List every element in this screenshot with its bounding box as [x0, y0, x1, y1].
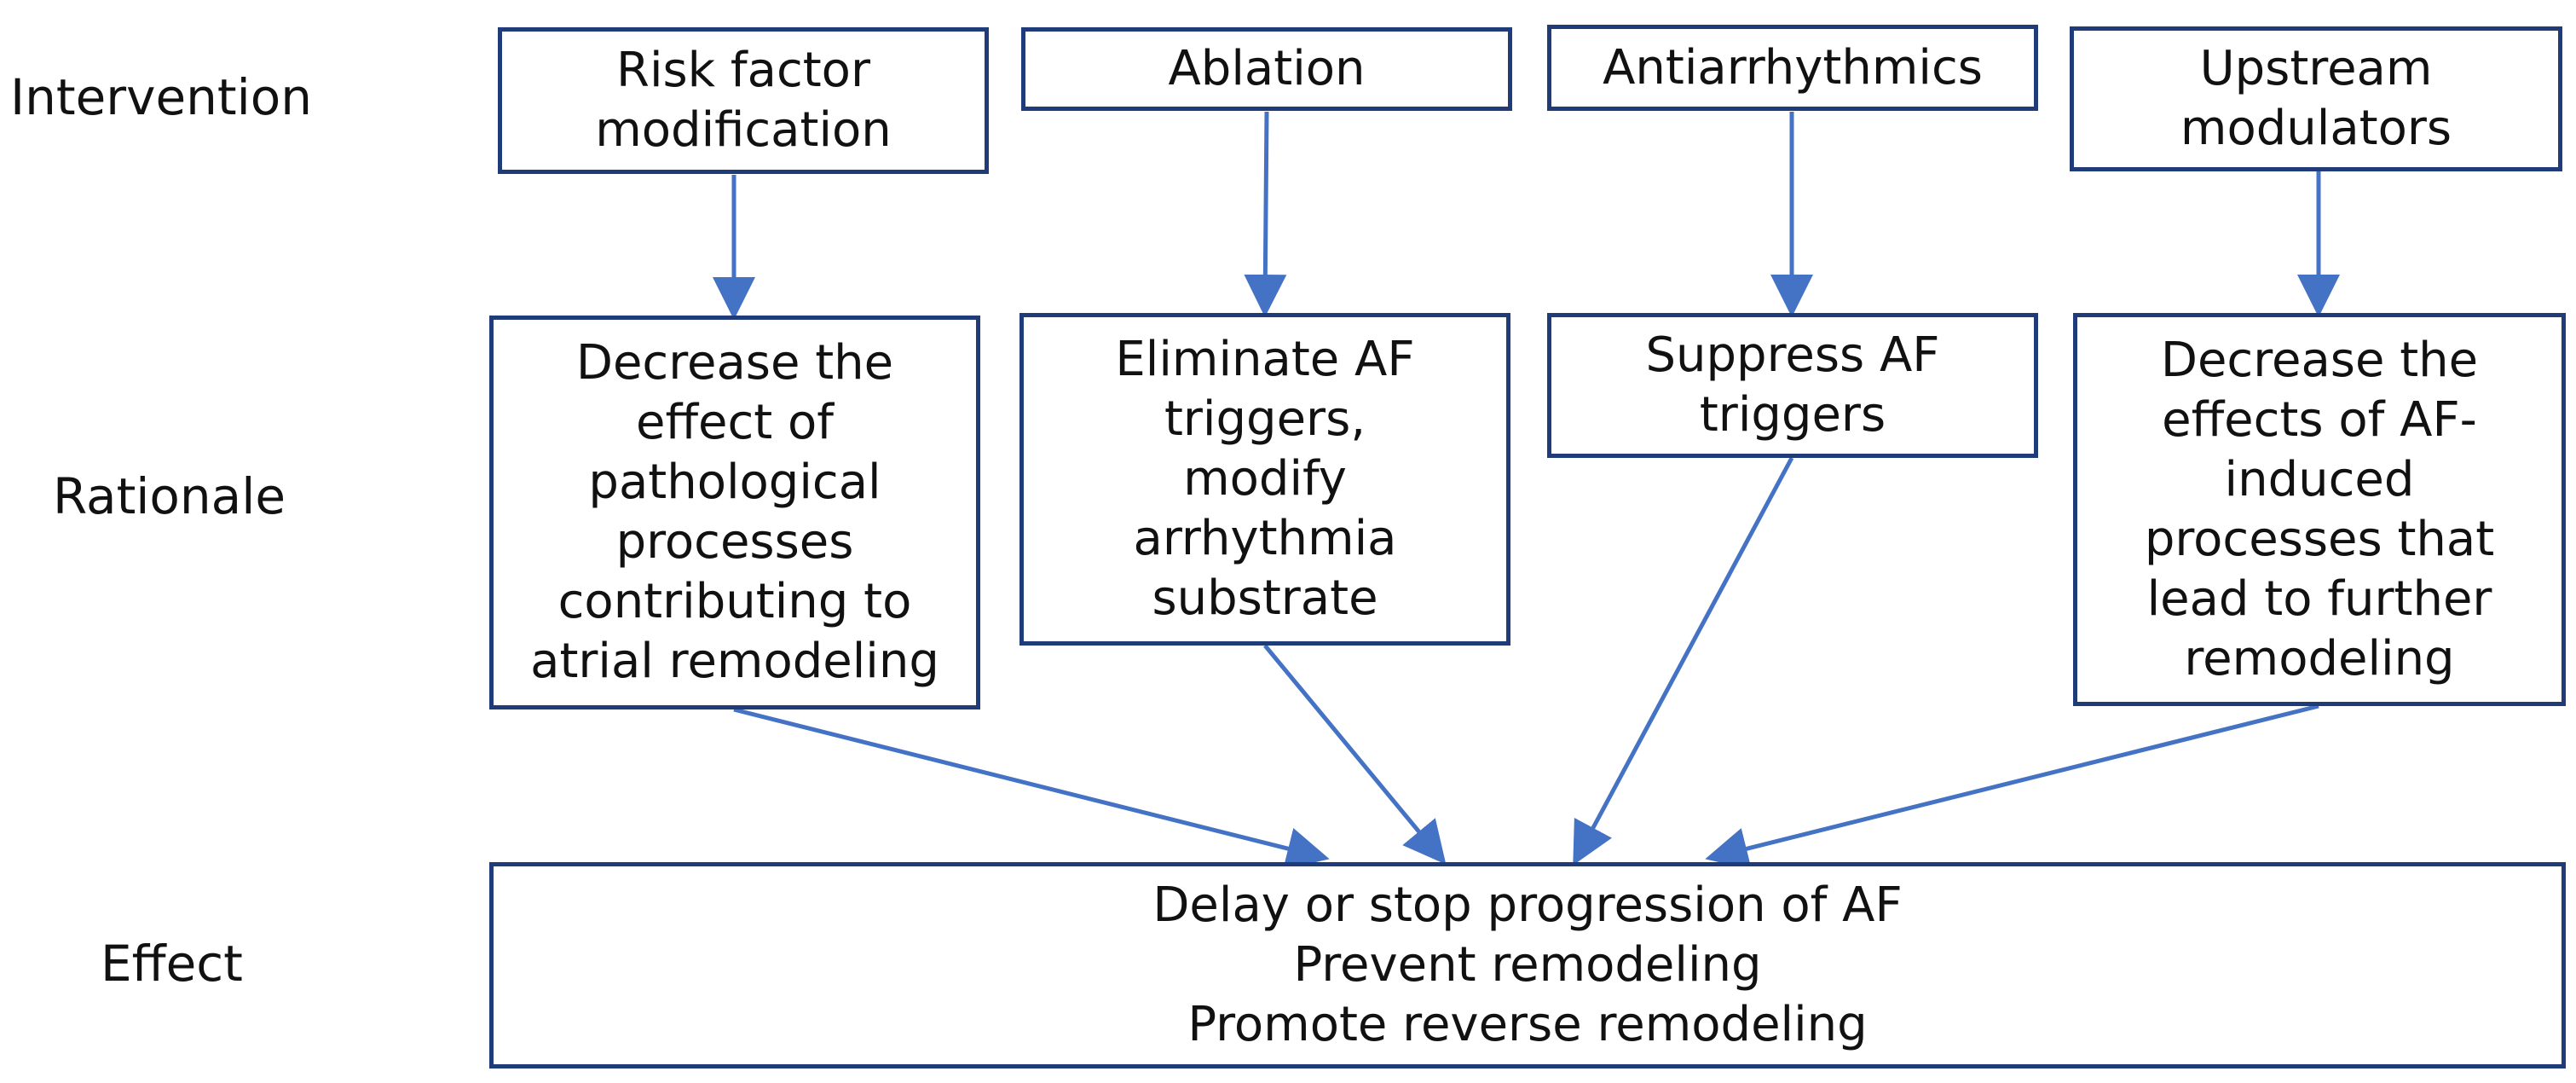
- box-line: triggers: [1699, 387, 1886, 443]
- arrow-rationale-4-to-effect: [1705, 704, 2319, 870]
- box-line: contributing to: [557, 574, 912, 629]
- box-line: effects of AF-: [2162, 391, 2477, 448]
- box-line: Upstream: [2199, 41, 2433, 96]
- box-line: triggers,: [1164, 391, 1366, 447]
- intervention-box-antiarrhythmics: Antiarrhythmics: [1547, 25, 2038, 111]
- row-label-rationale: Rationale: [53, 467, 286, 525]
- box-line: lead to further: [2146, 570, 2492, 627]
- rationale-box-risk-factor: Decrease the effect of pathological proc…: [489, 316, 980, 709]
- intervention-box-risk-factor-modification: Risk factor modification: [498, 27, 989, 174]
- box-line: substrate: [1152, 570, 1378, 626]
- box-line: modify: [1183, 451, 1347, 507]
- box-line: arrhythmia: [1133, 511, 1397, 566]
- box-line: Ablation: [1168, 41, 1366, 96]
- box-line: pathological: [588, 455, 881, 510]
- rationale-box-antiarrhythmics: Suppress AF triggers: [1547, 313, 2038, 458]
- box-line: Antiarrhythmics: [1603, 39, 1983, 96]
- box-line: remodeling: [2184, 630, 2455, 686]
- box-line: Decrease the: [2160, 332, 2479, 388]
- rationale-box-ablation: Eliminate AF triggers, modify arrhythmia…: [1019, 313, 1510, 646]
- box-line: modulators: [2180, 101, 2452, 156]
- box-line: induced: [2224, 451, 2415, 507]
- arrow-rationale-2-to-effect: [1263, 644, 1447, 865]
- box-line: Risk factor: [616, 43, 870, 98]
- intervention-box-ablation: Ablation: [1021, 27, 1512, 111]
- rationale-box-upstream: Decrease the effects of AF- induced proc…: [2073, 313, 2566, 706]
- arrow-rationale-1-to-effect: [733, 707, 1330, 870]
- box-line: effect of: [635, 395, 834, 450]
- box-line: Suppress AF: [1645, 327, 1940, 383]
- arrow-ablation-to-rationale: [1244, 111, 1287, 317]
- effect-line: Promote reverse remodeling: [1187, 997, 1868, 1052]
- box-line: Decrease the: [575, 335, 894, 391]
- row-label-effect: Effect: [101, 935, 243, 993]
- intervention-box-upstream-modulators: Upstream modulators: [2070, 26, 2562, 171]
- box-line: atrial remodeling: [530, 634, 939, 689]
- box-line: Eliminate AF: [1115, 332, 1415, 387]
- effect-box: Delay or stop progression of AF Prevent …: [489, 862, 2566, 1069]
- row-label-intervention: Intervention: [10, 68, 313, 126]
- effect-line: Delay or stop progression of AF: [1152, 877, 1903, 933]
- box-line: modification: [595, 102, 892, 158]
- arrow-rationale-3-to-effect: [1573, 456, 1794, 866]
- box-line: processes: [615, 514, 854, 570]
- box-line: processes that: [2144, 511, 2495, 567]
- effect-line: Prevent remodeling: [1293, 937, 1762, 993]
